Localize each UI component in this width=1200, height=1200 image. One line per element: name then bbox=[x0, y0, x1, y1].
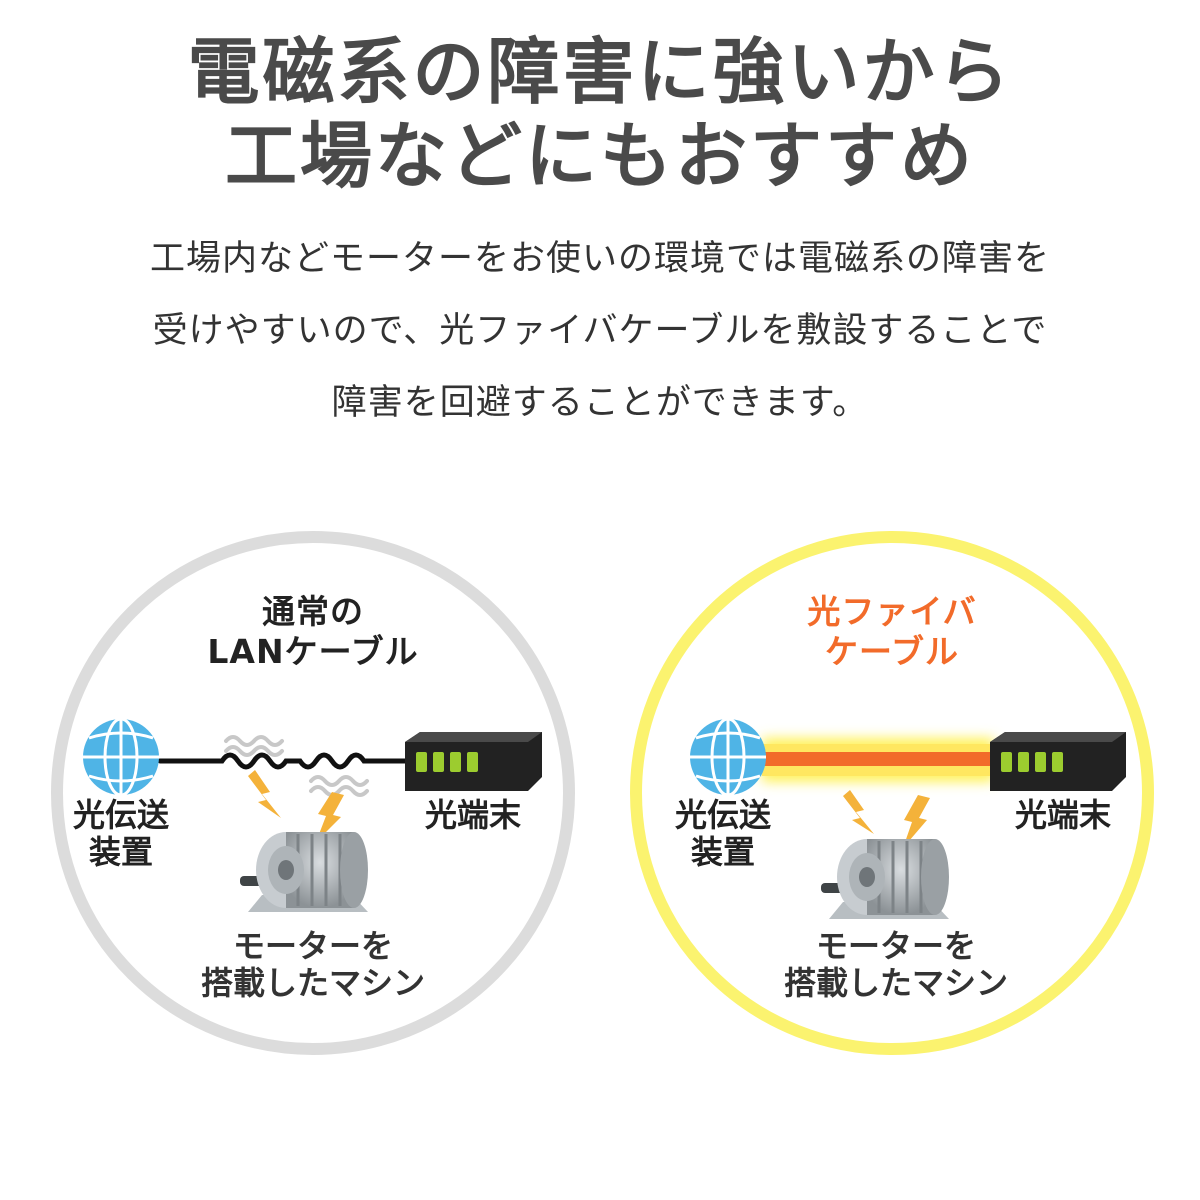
right-sender-label-line-2: 装置 bbox=[690, 832, 755, 871]
right-sender-label-line-1: 光伝送 bbox=[674, 796, 771, 834]
description-line-2: 受けやすいので、光ファイバケーブルを敷設することで bbox=[152, 311, 1048, 351]
headline-line-2: 工場などにもおすすめ bbox=[224, 114, 975, 198]
right-sender-label: 光伝送 装置 bbox=[648, 797, 798, 871]
fiber-cable-title-line-1: 光ファイバ bbox=[807, 592, 977, 631]
right-machine-label-line-2: 搭載したマシン bbox=[783, 963, 1008, 1002]
left-sender-label-line-1: 光伝送 bbox=[72, 796, 169, 834]
right-terminal-label: 光端末 bbox=[1014, 796, 1111, 834]
lan-cable-title-line-2: LANケーブル bbox=[207, 632, 419, 672]
left-machine-label: モーターを 搭載したマシン bbox=[163, 928, 463, 1002]
description-line-1: 工場内などモーターをお使いの環境では電磁系の障害を bbox=[149, 239, 1050, 279]
left-terminal-label: 光端末 bbox=[424, 796, 521, 834]
headline-line-1: 電磁系の障害に強いから bbox=[187, 30, 1013, 114]
right-machine-label: モーターを 搭載したマシン bbox=[746, 928, 1046, 1002]
lan-cable-title-line-1: 通常の bbox=[262, 592, 364, 631]
left-machine-label-line-1: モーターを bbox=[232, 927, 393, 965]
description-line-3: 障害を回避することができます。 bbox=[331, 383, 869, 423]
left-sender-label-line-2: 装置 bbox=[88, 832, 153, 871]
right-machine-label-line-1: モーターを bbox=[815, 927, 976, 965]
left-machine-label-line-2: 搭載したマシン bbox=[200, 963, 425, 1002]
lan-cable-title: 通常の LANケーブル bbox=[113, 592, 513, 673]
left-sender-label: 光伝送 装置 bbox=[46, 797, 196, 871]
fiber-cable-title: 光ファイバ ケーブル bbox=[692, 592, 1092, 673]
fiber-cable-title-line-2: ケーブル bbox=[824, 632, 960, 672]
